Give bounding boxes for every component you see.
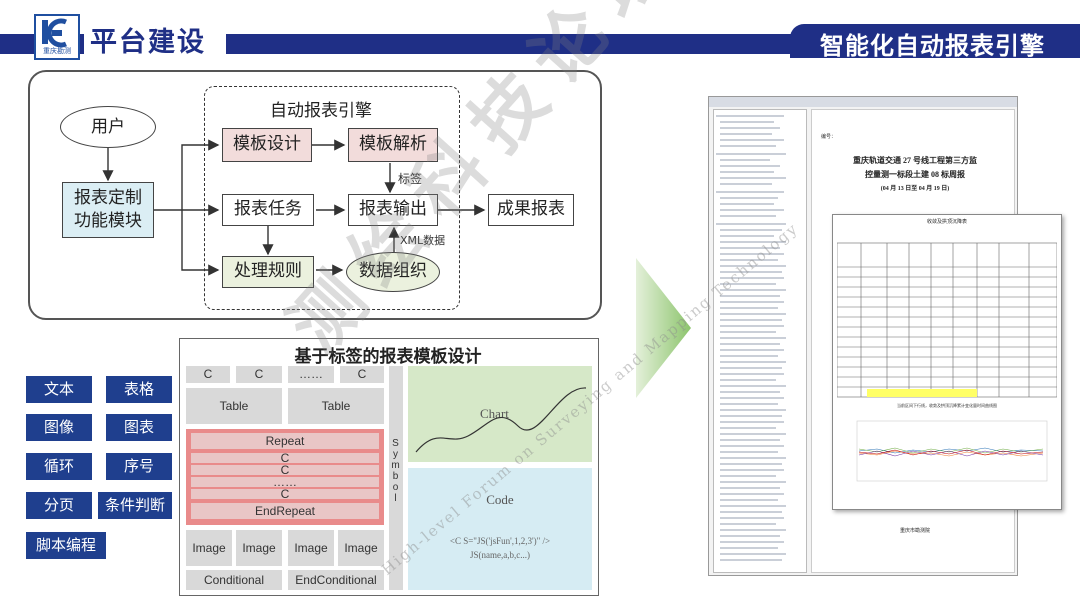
code-block-label: Code: [486, 492, 514, 507]
template-parse-node: 模板解析: [348, 128, 438, 162]
image-block: Image: [288, 530, 334, 566]
tag-paging: 分页: [26, 492, 92, 519]
image-block: Image: [186, 530, 232, 566]
image-block: Image: [338, 530, 384, 566]
section-title: 智能化自动报表引擎: [820, 32, 1045, 60]
repeat-row: C: [191, 464, 379, 476]
inset-table-grid: [837, 242, 1057, 398]
header-title-bg: [84, 20, 226, 58]
report-task-node: 报表任务: [222, 194, 314, 226]
tag-script: 脚本编程: [26, 532, 106, 559]
chart-curve-icon: [415, 387, 587, 453]
cell-dots: ……: [288, 366, 334, 383]
logo-icon: [42, 18, 67, 48]
doc-nav-outline: [716, 115, 786, 561]
engine-title: 自动报表引擎: [270, 101, 372, 121]
table-block: Table: [288, 388, 384, 424]
tag-text: 文本: [26, 376, 92, 403]
repeat-row: C: [191, 452, 379, 464]
repeat-row: ……: [191, 476, 379, 488]
tag-edge-label: 标签: [398, 172, 423, 186]
doc-title-1: 重庆轨道交通 27 号线工程第三方监: [853, 156, 977, 165]
symbol-column: Symbol: [389, 366, 403, 590]
tag-table: 表格: [106, 376, 172, 403]
doc-footer-org: 重庆市勘测院: [899, 528, 930, 534]
tag-condition: 条件判断: [98, 492, 172, 519]
tag-image: 图像: [26, 414, 92, 441]
conditional-block: Conditional: [186, 570, 282, 590]
doc-nav-pane: [713, 109, 807, 573]
report-output-node: 报表输出: [348, 194, 438, 226]
tag-sequence: 序号: [106, 453, 172, 480]
logo-text: 重庆勘测: [43, 47, 71, 55]
inset-table-title: 收敛及拱顶沉降表: [926, 219, 967, 225]
template-design-node: 模板设计: [222, 128, 312, 162]
transition-arrow-icon: [636, 258, 691, 398]
chart-block: Chart: [408, 366, 592, 462]
tag-chart: 图表: [106, 414, 172, 441]
inset-line-chart: [856, 420, 1048, 482]
cell-c: C: [236, 366, 282, 383]
doc-title-2: 控量测一标段土建 08 标周报: [865, 170, 965, 179]
repeat-row: C: [191, 488, 379, 500]
table-block: Table: [186, 388, 282, 424]
code-line-2: JS(name,a,b,c...): [470, 550, 530, 560]
user-node: 用户: [60, 106, 156, 148]
result-report-node: 成果报表: [488, 194, 574, 226]
flow-connectors: [102, 139, 486, 276]
repeat-start: Repeat: [191, 433, 379, 449]
template-panel-title: 基于标签的报表模板设计: [294, 347, 482, 367]
tag-loop: 循环: [26, 453, 92, 480]
inset-table-sheet: 收敛及拱顶沉降表 当前区间下行线，收敛及拱顶沉降累计变化量时间曲线图: [832, 214, 1062, 510]
end-conditional-block: EndConditional: [288, 570, 384, 590]
symbol-label: Symbol: [390, 438, 401, 504]
doc-number: 编号：: [821, 134, 837, 140]
repeat-end: EndRepeat: [191, 503, 379, 519]
process-rules-node: 处理规则: [222, 256, 314, 288]
header-right-tab: [790, 24, 1080, 58]
page-title: 平台建设: [90, 27, 206, 58]
report-custom-node: 报表定制 功能模块: [62, 182, 154, 238]
inset-chart-title: 当前区间下行线，收敛及拱顶沉降累计变化量时间曲线图: [897, 403, 997, 408]
code-line-1: <C S="JS('jsFun',1,2,3')" />: [449, 536, 551, 546]
xml-edge-label: XML数据: [400, 234, 446, 247]
company-logo: 重庆勘测: [34, 14, 80, 60]
engine-group: [204, 86, 460, 310]
code-block: Code <C S="JS('jsFun',1,2,3')" /> JS(nam…: [408, 468, 592, 590]
data-organization-node: 数据组织: [346, 252, 440, 292]
doc-titlebar: [709, 97, 1017, 107]
cell-c: C: [186, 366, 230, 383]
cell-c: C: [340, 366, 384, 383]
image-block: Image: [236, 530, 282, 566]
doc-title-3: (04 月 13 日至 04 月 19 日): [880, 186, 950, 192]
